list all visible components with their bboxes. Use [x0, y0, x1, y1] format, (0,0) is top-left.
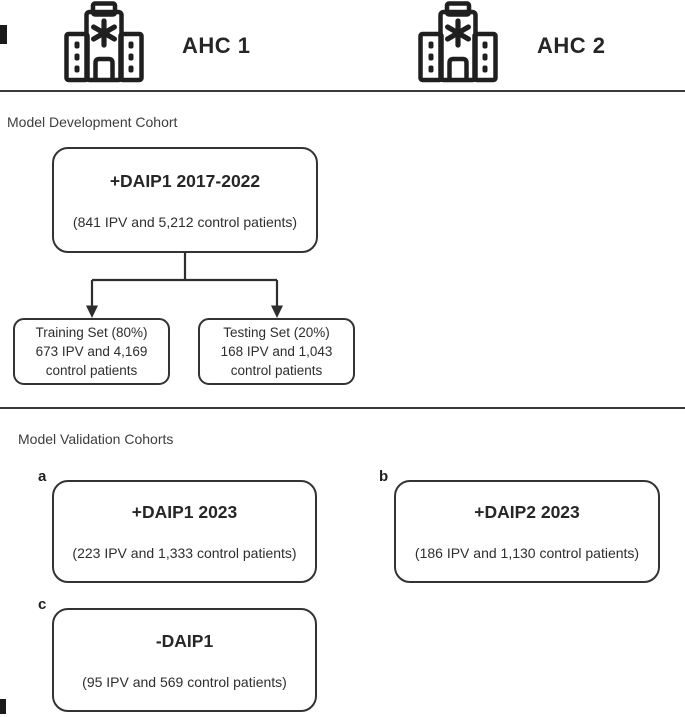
site-label-ahc1: AHC 1 — [182, 33, 251, 58]
validation-box-a-title: +DAIP1 2023 — [131, 502, 238, 522]
testing-line-1: Testing Set (20%) — [223, 324, 330, 340]
development-section-title: Model Development Cohort — [7, 114, 178, 130]
hospital-icon — [64, 1, 144, 83]
validation-box-b-title: +DAIP2 2023 — [474, 502, 580, 522]
development-box-title: +DAIP1 2017-2022 — [109, 170, 261, 191]
split-connector-arrows — [86, 252, 283, 318]
panel-label-a: a — [38, 468, 47, 485]
testing-set-box: Testing Set (20%) 168 IPV and 1,043 cont… — [198, 318, 355, 385]
edge-artifact-bottom — [0, 699, 6, 714]
panel-label-b: b — [379, 468, 389, 485]
validation-box-b: +DAIP2 2023 (186 IPV and 1,130 control p… — [394, 480, 660, 583]
hospital-icon — [418, 1, 498, 83]
testing-line-3: control patients — [230, 363, 323, 379]
development-cohort-box: +DAIP1 2017-2022 (841 IPV and 5,212 cont… — [52, 147, 318, 253]
validation-box-c: -DAIP1 (95 IPV and 569 control patients) — [52, 608, 317, 712]
validation-section-title: Model Validation Cohorts — [18, 431, 174, 447]
divider-sections — [0, 407, 685, 409]
training-line-2: 673 IPV and 4,169 — [35, 343, 148, 359]
training-line-1: Training Set (80%) — [35, 324, 148, 340]
edge-artifact-top — [0, 25, 7, 44]
panel-label-c: c — [38, 596, 47, 613]
testing-line-2: 168 IPV and 1,043 — [220, 343, 333, 359]
validation-box-a-subtitle: (223 IPV and 1,333 control patients) — [72, 545, 297, 561]
validation-box-a: +DAIP1 2023 (223 IPV and 1,333 control p… — [52, 480, 317, 583]
divider-header — [0, 90, 685, 92]
training-line-3: control patients — [45, 363, 138, 379]
validation-box-b-subtitle: (186 IPV and 1,130 control patients) — [414, 545, 640, 561]
site-label-ahc2: AHC 2 — [537, 33, 606, 58]
development-box-subtitle: (841 IPV and 5,212 control patients) — [72, 213, 298, 230]
validation-box-c-subtitle: (95 IPV and 569 control patients) — [82, 673, 287, 690]
validation-box-c-title: -DAIP1 — [155, 630, 214, 651]
training-set-box: Training Set (80%) 673 IPV and 4,169 con… — [13, 318, 170, 385]
